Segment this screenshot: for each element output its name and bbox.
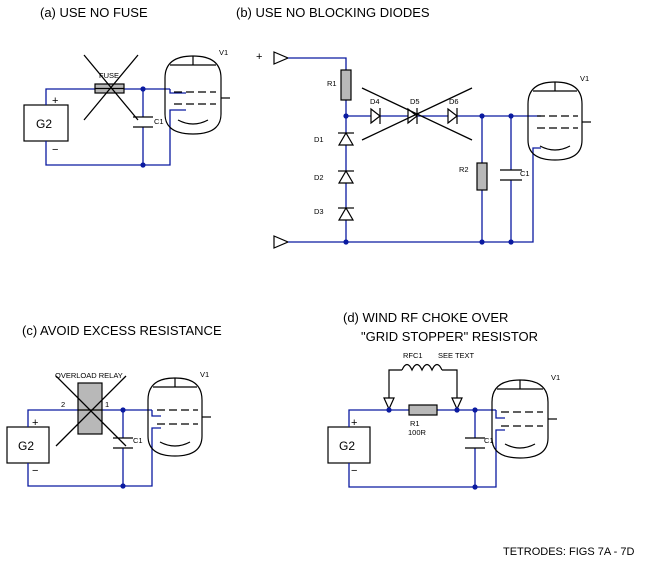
r1-label-d: R1 [410,419,420,428]
rfc1-terminal-right [451,397,463,411]
wire-d-bottom [348,429,505,488]
wire-d-top-left [348,409,409,427]
caption-c: (c) AVOID EXCESS RESISTANCE [22,323,222,338]
input-terminal-plus [273,51,290,65]
c1-label-c: C1 [133,436,143,445]
junction-dot [120,483,126,489]
diode-d4 [370,107,381,125]
relay-cross-out [55,375,127,447]
v1-label-b: V1 [580,74,589,83]
d6-label: D6 [449,97,459,106]
r1-value-label: 100R [408,428,427,437]
rfc1-label: RFC1 [403,351,423,360]
junction-dot [508,113,514,119]
circuit-b: (b) USE NO BLOCKING DIODES + R1 [236,5,591,249]
caption-a: (a) USE NO FUSE [40,5,148,20]
junction-dot [140,162,146,168]
c1-label-b: C1 [520,169,530,178]
input-terminal-minus [273,235,290,249]
wire-b-top [288,57,347,70]
resistor-r1-d [408,404,438,416]
resistor-r2-b [476,162,488,191]
plus-sign-d: + [351,417,357,429]
junction-dot [343,113,349,119]
diode-d1 [337,131,355,146]
junction-dot [454,407,460,413]
wire-c-grid [151,410,161,417]
wire-d-grid [495,410,505,419]
d4-label: D4 [370,97,380,106]
d2-label: D2 [314,173,324,182]
overload-relay [77,382,103,435]
relay-pin1-label: 1 [105,400,109,409]
c1-label-a: C1 [154,117,164,126]
tube-v1-b [527,81,591,161]
wire-a-top-left [45,88,95,105]
capacitor-c1-c [113,437,133,449]
diode-d3 [337,206,355,221]
diode-d2 [337,169,355,184]
junction-dot [472,407,478,413]
see-text-label: SEE TEXT [438,351,475,360]
fuse-cross-out [83,54,139,121]
junction-dot [386,407,392,413]
junction-dot [120,407,126,413]
rfc1-lead-right [442,369,458,398]
d3-label: D3 [314,207,324,216]
caption-d-line1: (d) WIND RF CHOKE OVER [343,310,508,325]
v1-label-c: V1 [200,370,209,379]
tube-v1-d [491,379,557,459]
circuit-a: (a) USE NO FUSE G2 + − FUSE C1 [23,5,230,168]
plus-sign-b: + [256,51,262,63]
wire-b-bottom [288,147,541,243]
diode-d6 [447,107,458,125]
wire-a-bottom [45,109,186,166]
g2-label-a: G2 [36,117,52,131]
rfc1-coil [401,363,443,372]
fuse-label: FUSE [99,71,119,80]
rfc1-lead-left [388,369,402,398]
capacitor-c1-b [500,169,522,181]
junction-dot [479,113,485,119]
junction-dot [508,239,514,245]
circuit-c: (c) AVOID EXCESS RESISTANCE G2 + − OVERL… [6,323,222,489]
capacitor-c1-d [465,437,485,449]
tube-v1-a [164,55,230,135]
wire-a-grid [169,89,186,94]
figure-footer: TETRODES: FIGS 7A - 7D [503,546,634,558]
caption-d-line2: "GRID STOPPER" RESISTOR [361,329,538,344]
overload-relay-label: OVERLOAD RELAY [55,371,123,380]
diodes-cross-out [361,87,473,141]
junction-dot [472,484,478,490]
g2-label-d: G2 [339,439,355,453]
circuit-d: (d) WIND RF CHOKE OVER "GRID STOPPER" RE… [327,310,560,490]
r1-label-b: R1 [327,79,337,88]
wire-c-bottom [27,427,161,487]
resistor-r1-b [340,69,352,101]
r2-label-b: R2 [459,165,469,174]
junction-dot [140,86,146,92]
tube-v1-c [147,377,211,457]
junction-dot [343,239,349,245]
plus-sign-a: + [52,95,58,107]
wire-c-top-left [27,409,78,427]
minus-sign-a: − [52,144,58,156]
relay-pin2-label: 2 [61,400,65,409]
c1-label-d: C1 [484,436,494,445]
v1-label-d: V1 [551,373,560,382]
g2-label-c: G2 [18,439,34,453]
plus-sign-c: + [32,417,38,429]
minus-sign-d: − [351,465,357,477]
d1-label: D1 [314,135,324,144]
capacitor-c1-a [133,116,153,128]
junction-dot [479,239,485,245]
v1-label-a: V1 [219,48,228,57]
caption-b: (b) USE NO BLOCKING DIODES [236,5,430,20]
minus-sign-c: − [32,465,38,477]
rfc1-terminal-left [383,397,395,411]
d5-label: D5 [410,97,420,106]
